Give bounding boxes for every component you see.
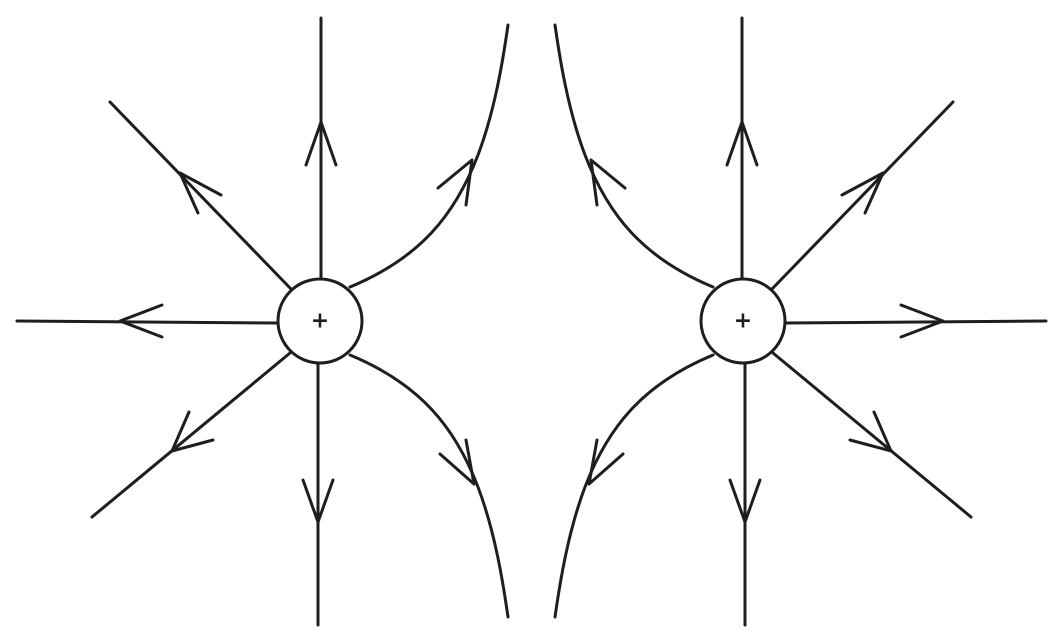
left-field-line-upper-right bbox=[348, 23, 510, 289]
right-charge-circle bbox=[699, 277, 787, 365]
left-field-line-lower-right bbox=[348, 353, 510, 619]
right-field-line-left bbox=[784, 319, 1048, 325]
left-charge-label: + bbox=[311, 309, 329, 334]
left-arrow-lower-left-icon bbox=[170, 410, 215, 453]
right-arrow-upper-right-icon bbox=[589, 158, 627, 207]
left-field-line-lower-left bbox=[90, 351, 292, 519]
left-arrow-upper-left-icon bbox=[178, 171, 223, 215]
right-field-line-upper-left bbox=[770, 100, 955, 291]
right-arrow-lower-left-icon bbox=[848, 410, 893, 453]
right-charge: + bbox=[699, 277, 787, 365]
left-field-line-left bbox=[15, 319, 279, 325]
left-arrow-lower-right-icon bbox=[438, 438, 476, 486]
right-arrow-left-icon bbox=[899, 303, 945, 339]
right-arrow-down-icon bbox=[728, 478, 762, 524]
right-charge-field bbox=[553, 16, 1048, 627]
right-arrow-up-icon bbox=[725, 120, 759, 167]
left-arrow-upper-right-icon bbox=[436, 158, 474, 207]
right-field-line-lower-left bbox=[771, 351, 973, 519]
left-charge-circle bbox=[276, 277, 364, 365]
right-arrow-lower-right-icon bbox=[587, 438, 625, 486]
left-charge: + bbox=[276, 277, 364, 365]
left-arrow-down-icon bbox=[301, 478, 335, 524]
left-field-line-upper-left bbox=[108, 100, 293, 291]
left-arrow-up-icon bbox=[304, 120, 338, 167]
right-field-line-lower-right bbox=[553, 353, 715, 619]
left-charge-field bbox=[15, 16, 510, 627]
right-charge-label: + bbox=[734, 309, 752, 334]
left-arrow-left-icon bbox=[118, 303, 164, 339]
right-arrow-upper-left-icon bbox=[840, 171, 885, 215]
right-field-line-upper-right bbox=[553, 23, 715, 289]
